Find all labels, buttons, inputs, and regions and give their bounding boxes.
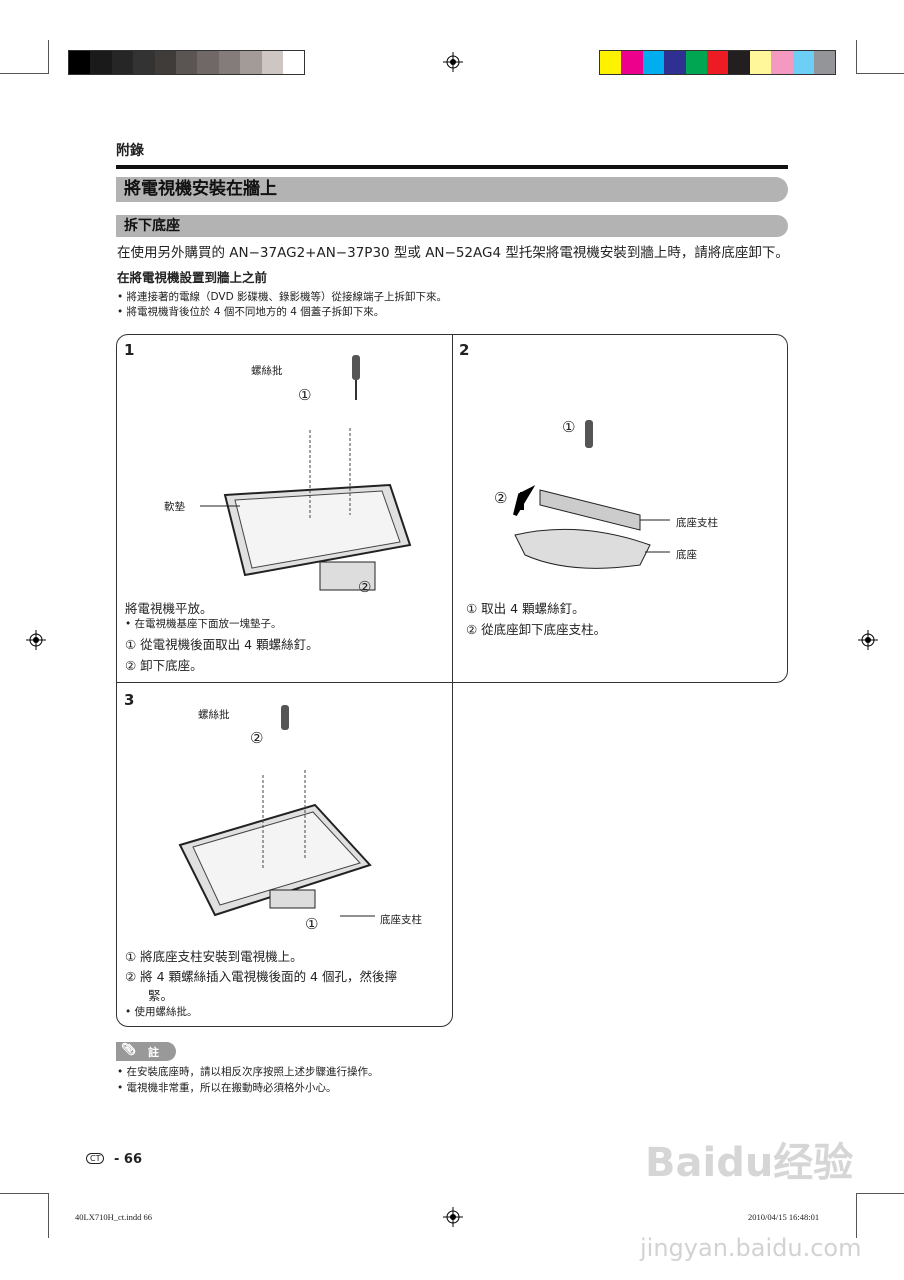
callout-2: ②: [250, 729, 264, 747]
stand-post: [269, 889, 316, 909]
callout-2: ②: [358, 578, 372, 596]
label-stand-post: 底座支柱: [676, 517, 718, 529]
color-swatch: [90, 51, 112, 74]
registration-mark-icon: [443, 52, 463, 72]
registration-mark-icon: [858, 630, 878, 650]
screwdriver-icon: [352, 355, 360, 380]
stand-post: [539, 489, 641, 531]
step-3-panel: [116, 681, 453, 1027]
step-bullet: • 使用螺絲批。: [125, 1006, 198, 1018]
file-name: 40LX710H_ct.indd 66: [75, 1212, 152, 1222]
page-number: - 66: [114, 1152, 143, 1167]
arrow-up-icon: [513, 485, 536, 517]
color-swatch: [282, 51, 305, 74]
color-swatch: [706, 51, 729, 74]
color-swatch: [175, 51, 198, 74]
color-swatch: [218, 51, 241, 74]
color-swatch: [664, 51, 686, 74]
step-number: 2: [459, 341, 470, 359]
crop-mark: [0, 73, 48, 74]
label-cushion: 軟墊: [164, 501, 185, 513]
stand-base: [319, 561, 376, 591]
color-swatch: [749, 51, 772, 74]
step-item: ② 將 4 顆螺絲插入電視機後面的 4 個孔，然後擰: [125, 969, 397, 984]
step-item: ① 將底座支柱安裝到電視機上。: [125, 949, 303, 964]
crop-mark: [856, 1193, 857, 1238]
color-swatch: [792, 51, 814, 74]
page-title: 將電視機安裝在牆上: [116, 177, 788, 202]
step-item: ② 從底座卸下底座支柱。: [466, 622, 607, 637]
step-item: 緊。: [148, 988, 174, 1003]
step-2-illustration: [513, 420, 670, 569]
label-screwdriver: 螺絲批: [251, 365, 283, 377]
step-3-illustration: [178, 705, 375, 917]
color-swatch: [240, 51, 262, 74]
registration-mark-icon: [443, 1207, 463, 1227]
step-number: 1: [124, 341, 135, 359]
step-1-panel: [116, 334, 453, 683]
step-bullet: • 在電視機基座下面放一塊墊子。: [125, 618, 282, 630]
section-subtitle: 拆下底座: [116, 215, 788, 237]
color-swatch: [813, 51, 836, 74]
color-swatch: [154, 51, 176, 74]
crop-mark: [856, 1193, 904, 1194]
watermark-url: jingyan.baidu.com: [640, 1234, 862, 1262]
color-swatch: [133, 51, 155, 74]
header-rule: [116, 165, 788, 169]
step-item: ① 從電視機後面取出 4 顆螺絲釘。: [125, 637, 319, 652]
note-badge: 📎︎ 註: [116, 1042, 176, 1061]
crop-mark: [0, 1193, 48, 1194]
crop-mark: [48, 40, 49, 74]
note-bullet: • 電視機非常重，所以在搬動時必須格外小心。: [117, 1082, 337, 1094]
step-item: ① 取出 4 顆螺絲釘。: [466, 601, 585, 616]
step-text: 將電視機平放。: [125, 601, 213, 616]
color-swatch: [771, 51, 793, 74]
grayscale-bar: [68, 50, 306, 75]
color-swatch: [621, 51, 643, 74]
intro-text: 在使用另外購買的 AN−37AG2+AN−37P30 型或 AN−52AG4 型…: [117, 245, 789, 261]
color-swatch: [685, 51, 707, 74]
step-item: ② 卸下底座。: [125, 658, 203, 673]
color-swatch: [197, 51, 219, 74]
section-header: 附錄: [116, 143, 144, 159]
color-bar: [599, 50, 837, 75]
screwdriver-icon: [585, 420, 593, 448]
color-swatch: [261, 51, 283, 74]
crop-mark: [48, 1193, 49, 1238]
language-badge: CT: [86, 1153, 105, 1164]
color-swatch: [728, 51, 750, 74]
callout-1: ①: [298, 386, 312, 404]
before-bullet: • 將電視機背後位於 4 個不同地方的 4 個蓋子拆卸下來。: [117, 306, 385, 318]
watermark-logo: Baidu经验: [645, 1140, 854, 1186]
callout-2: ②: [494, 489, 508, 507]
step-number: 3: [124, 691, 135, 709]
before-heading: 在將電視機設置到牆上之前: [117, 270, 268, 285]
crop-mark: [856, 73, 904, 74]
note-bullet: • 在安裝底座時，請以相反次序按照上述步驟進行操作。: [117, 1066, 379, 1078]
screwdriver-icon: [281, 705, 289, 730]
step-1-illustration: [200, 355, 412, 591]
callout-1: ①: [305, 915, 319, 933]
crop-mark: [856, 40, 857, 74]
note-label: 註: [148, 1046, 159, 1059]
color-swatch: [600, 51, 622, 74]
label-screwdriver: 螺絲批: [198, 709, 230, 721]
stand-base: [514, 528, 651, 569]
callout-1: ①: [562, 418, 576, 436]
label-stand-post: 底座支柱: [380, 914, 422, 926]
color-swatch: [642, 51, 665, 74]
before-bullet: • 將連接著的電線（DVD 影碟機、錄影機等）從接線端子上拆卸下來。: [117, 291, 448, 303]
color-swatch: [69, 51, 91, 74]
label-base: 底座: [676, 549, 697, 561]
paperclip-icon: 📎︎: [121, 1042, 137, 1056]
timestamp: 2010/04/15 16:48:01: [748, 1212, 820, 1222]
step-2-panel: [451, 334, 788, 683]
color-swatch: [111, 51, 134, 74]
registration-mark-icon: [26, 630, 46, 650]
